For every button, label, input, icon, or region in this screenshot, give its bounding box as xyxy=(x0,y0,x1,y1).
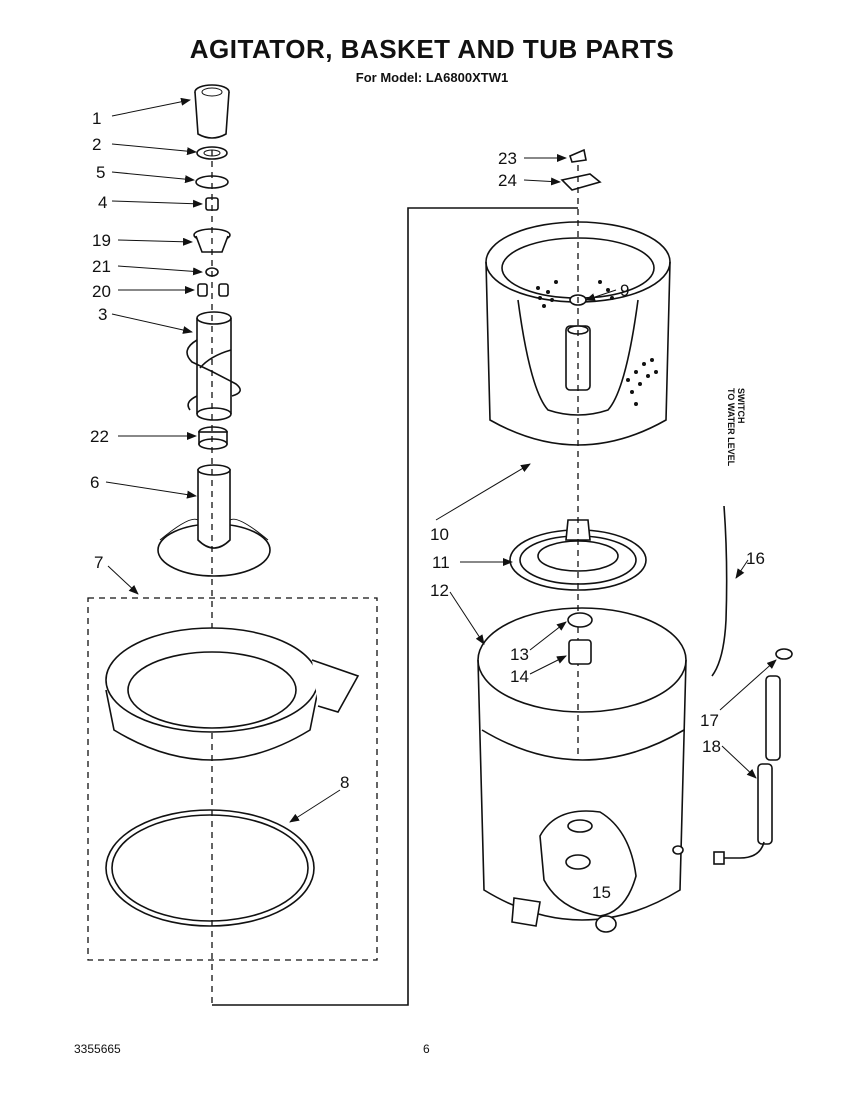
callout-16: 16 xyxy=(746,549,765,568)
callout-18: 18 xyxy=(702,737,721,756)
part-13 xyxy=(567,612,593,628)
group-box-7-8 xyxy=(87,597,378,961)
model-subtitle: For Model: LA6800XTW1 xyxy=(355,70,509,85)
callout-24: 24 xyxy=(498,171,517,190)
assembly-connector-line xyxy=(212,207,578,1006)
document-number: 3355665 xyxy=(74,1042,121,1056)
callout-6: 6 xyxy=(90,473,99,492)
side-note-line1: TO WATER LEVEL xyxy=(726,388,736,467)
page-title: AGITATOR, BASKET AND TUB PARTS xyxy=(189,34,675,64)
callout-11: 11 xyxy=(432,553,450,572)
callout-14: 14 xyxy=(510,667,529,686)
callout-21: 21 xyxy=(92,257,111,276)
callout-15: 15 xyxy=(592,883,611,902)
part-8-gasket xyxy=(105,809,315,927)
callout-3: 3 xyxy=(98,305,107,324)
part-17 xyxy=(775,648,793,660)
callout-17: 17 xyxy=(700,711,719,730)
part-23 xyxy=(569,148,587,163)
callout-4: 4 xyxy=(98,193,107,212)
callout-10: 10 xyxy=(430,525,449,544)
part-1-agitator-cap xyxy=(194,84,230,139)
part-12-outer-tub xyxy=(477,607,687,933)
part-24 xyxy=(560,173,602,191)
side-note-line2: SWITCH xyxy=(736,388,746,424)
leader-lines xyxy=(105,97,777,823)
callout-20: 20 xyxy=(92,282,111,301)
water-level-switch-note: TO WATER LEVEL SWITCH xyxy=(726,388,746,467)
part-3-auger xyxy=(186,311,241,421)
part-16-hose xyxy=(711,505,728,677)
callout-7: 7 xyxy=(94,553,103,572)
callout-23: 23 xyxy=(498,149,517,168)
callout-1: 1 xyxy=(92,109,101,128)
callout-22: 22 xyxy=(90,427,109,446)
part-7-tub-ring xyxy=(105,627,360,761)
callout-2: 2 xyxy=(92,135,101,154)
part-11-ring-assembly xyxy=(509,519,647,591)
callout-12: 12 xyxy=(430,581,449,600)
page-number: 6 xyxy=(423,1042,430,1056)
callout-19: 19 xyxy=(92,231,111,250)
part-20 xyxy=(197,283,229,297)
callout-9: 9 xyxy=(620,281,629,300)
part-6-agitator-base xyxy=(157,464,271,577)
part-18-hose xyxy=(713,675,781,865)
part-14 xyxy=(568,639,592,665)
callout-8: 8 xyxy=(340,773,349,792)
part-22 xyxy=(198,426,228,450)
callout-13: 13 xyxy=(510,645,529,664)
callout-5: 5 xyxy=(96,163,105,182)
